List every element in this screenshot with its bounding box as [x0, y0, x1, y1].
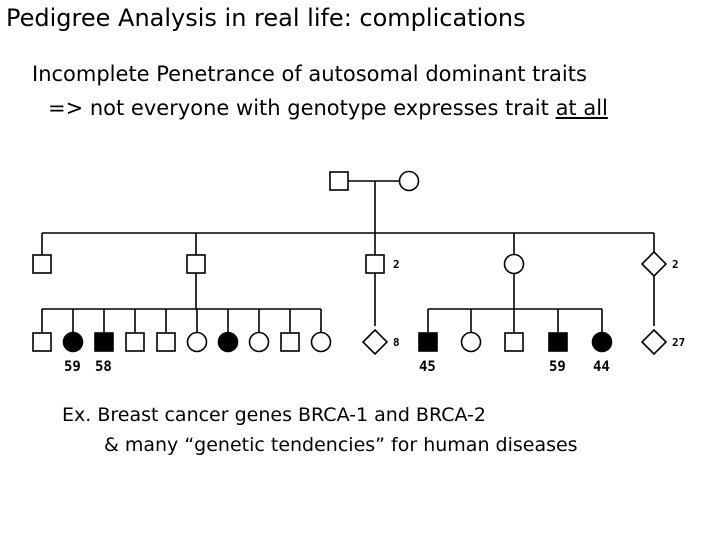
unknown-sex-unaffected-symbol	[361, 328, 389, 356]
female-unaffected-symbol	[248, 331, 270, 353]
male-unaffected-symbol	[504, 332, 524, 352]
female-affected-symbol	[62, 331, 84, 353]
sibling-count-label: 27	[672, 336, 685, 349]
age-label: 59	[64, 359, 81, 375]
heading-incomplete-penetrance: Incomplete Penetrance of autosomal domin…	[32, 62, 587, 86]
age-label: 58	[95, 359, 112, 375]
sibling-count-label: 8	[393, 336, 400, 349]
age-label: 44	[593, 359, 610, 375]
female-unaffected-symbol	[186, 331, 208, 353]
example-line-1: Ex. Breast cancer genes BRCA-1 and BRCA-…	[62, 404, 487, 426]
male-affected-symbol	[94, 332, 114, 352]
female-unaffected-symbol	[503, 253, 525, 275]
male-unaffected-symbol	[280, 332, 300, 352]
unknown-sex-unaffected-symbol	[640, 328, 668, 356]
male-affected-symbol	[548, 332, 568, 352]
female-unaffected-symbol	[398, 170, 420, 192]
male-unaffected-symbol	[365, 254, 385, 274]
female-unaffected-symbol	[460, 331, 482, 353]
sibling-count-label: 2	[672, 258, 679, 271]
pedigree-lines	[41, 180, 655, 332]
male-unaffected-symbol	[32, 254, 52, 274]
subheading-text: => not everyone with genotype expresses …	[48, 96, 549, 120]
age-label: 59	[549, 359, 566, 375]
female-unaffected-symbol	[310, 331, 332, 353]
female-affected-symbol	[591, 331, 613, 353]
pedigree-symbols: 2 2 59 58 8 45 59 44 27	[32, 170, 685, 375]
example-line-2: & many “genetic tendencies” for human di…	[104, 434, 578, 456]
female-affected-symbol	[217, 331, 239, 353]
male-unaffected-symbol	[186, 254, 206, 274]
subheading: => not everyone with genotype expresses …	[48, 96, 608, 120]
age-label: 45	[419, 359, 436, 375]
slide-title: Pedigree Analysis in real life: complica…	[6, 4, 526, 32]
unknown-sex-unaffected-symbol	[640, 250, 668, 278]
male-unaffected-symbol	[329, 171, 349, 191]
male-unaffected-symbol	[125, 332, 145, 352]
example-text: Ex. Breast cancer genes BRCA-1 and BRCA-…	[62, 400, 578, 460]
subheading-emphasis: at all	[555, 96, 608, 120]
sibling-count-label: 2	[393, 258, 400, 271]
male-affected-symbol	[418, 332, 438, 352]
male-unaffected-symbol	[156, 332, 176, 352]
male-unaffected-symbol	[32, 332, 52, 352]
